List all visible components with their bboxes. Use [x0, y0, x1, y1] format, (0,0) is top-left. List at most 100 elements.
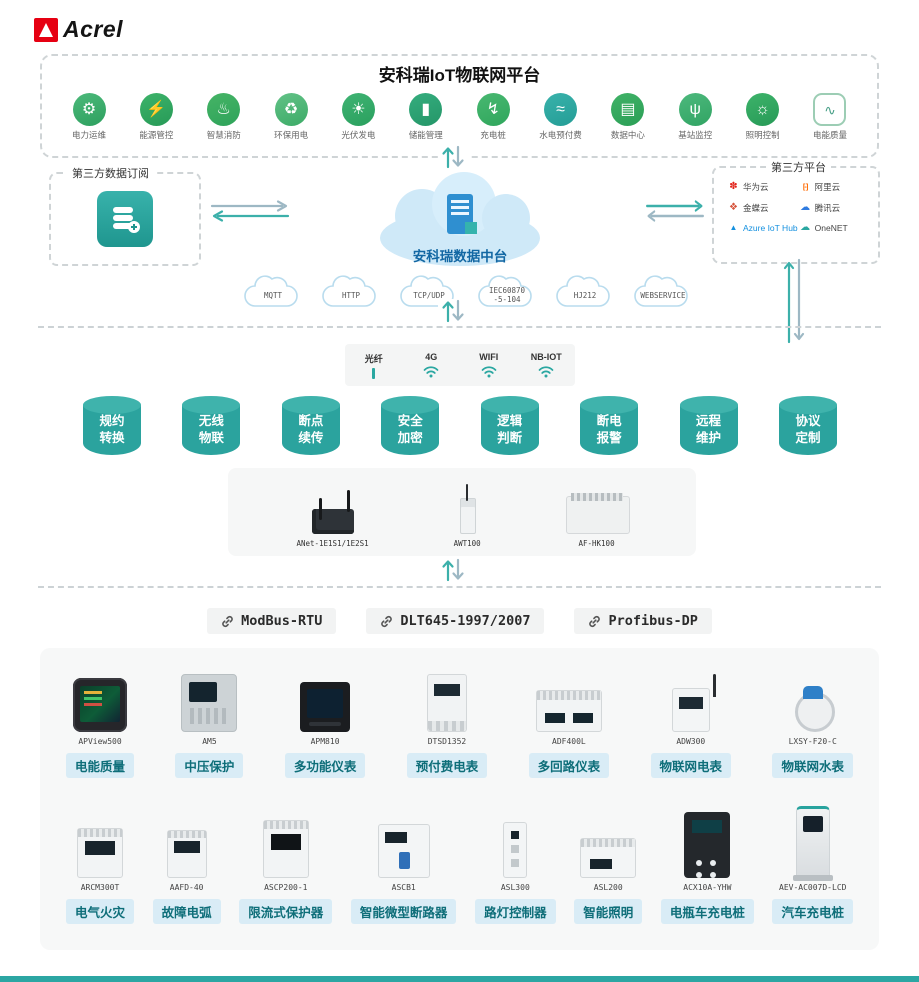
aev-charger-device-image — [792, 806, 833, 881]
product-model: ASCB1 — [391, 883, 416, 892]
gateway-awt100: AWT100 — [454, 484, 481, 548]
app-item-power-operation: ⚙ 电力运维 — [58, 93, 120, 141]
product-image — [377, 804, 430, 878]
capability-power-loss-alarm: 断电 报警 — [573, 396, 645, 455]
capability-label: 规约 转换 — [99, 414, 125, 445]
comm-label: 4G — [425, 352, 438, 362]
adf400l-device-image — [535, 690, 602, 732]
product-model: APM810 — [310, 737, 340, 746]
comm-wifi: WIFI — [460, 344, 518, 386]
comm-nbiot: NB-IOT — [518, 344, 576, 386]
updown-arrow-icon — [438, 558, 468, 582]
app-label: 光伏发电 — [341, 130, 376, 140]
bus-protocol-label: DLT645-1997/2007 — [400, 613, 531, 629]
third-party-label: 腾讯云 — [814, 203, 841, 213]
product-asl200: ASL200 智能照明 — [574, 804, 643, 924]
third-party-label: 金蝶云 — [743, 203, 769, 213]
app-item-prepaid-utility: ≈ 水电预付费 — [530, 93, 592, 141]
product-apm810: APM810 多功能仪表 — [284, 662, 366, 778]
wifi-icon — [538, 366, 554, 378]
bus-protocol-modbus: ModBus-RTU — [207, 608, 337, 634]
power-quality-icon: ∿ — [813, 93, 847, 126]
dashed-divider — [38, 586, 881, 588]
cylinder-icon: 断点 续传 — [281, 396, 340, 455]
product-image — [166, 804, 207, 878]
product-category-label: 物联网电表 — [650, 753, 732, 778]
protocol-cloud-label: TCP/UDP — [413, 290, 445, 300]
comm-label: NB-IOT — [530, 352, 562, 362]
product-model: LXSY-F20-C — [788, 737, 837, 746]
product-image — [793, 662, 835, 732]
app-label: 电力运维 — [71, 130, 106, 140]
tencent-cloud-icon — [800, 203, 811, 213]
protocol-cloud-http: HTTP — [318, 272, 384, 314]
link-icon — [222, 615, 233, 627]
anet-gateway-image — [310, 488, 356, 534]
product-image — [684, 804, 731, 878]
app-item-energy-storage: ▮ 储能管理 — [395, 93, 457, 141]
bus-protocol-row: ModBus-RTU DLT645-1997/2007 Profibus-DP — [0, 608, 919, 634]
data-middle-platform-label: 安科瑞数据中台 — [412, 249, 508, 264]
third-party-tencent-cloud: 腾讯云 — [800, 202, 868, 214]
product-image — [77, 804, 123, 878]
ascb1-device-image — [377, 824, 430, 878]
product-model: AAFD-40 — [169, 883, 204, 892]
product-ascb1: ASCB1 智能微型断路器 — [350, 804, 457, 924]
updown-arrow-icon — [438, 299, 468, 323]
product-image — [503, 804, 528, 878]
acx10a-device-image — [684, 812, 731, 878]
product-category-label: 电瓶车充电桩 — [660, 899, 754, 924]
app-label: 能源管控 — [139, 130, 174, 140]
footer-accent-bar — [0, 976, 919, 982]
app-label: 基站监控 — [678, 130, 713, 140]
capability-protocol-conversion: 规约 转换 — [76, 396, 148, 455]
ascp200-device-image — [262, 820, 309, 878]
asl200-device-image — [580, 838, 637, 878]
ev-charging-icon: ↯ — [476, 93, 510, 126]
prepaid-utility-icon: ≈ — [544, 93, 578, 126]
dtsd1352-device-image — [426, 674, 467, 732]
app-label: 电能质量 — [812, 130, 847, 140]
alibaba-cloud-icon — [800, 182, 811, 192]
product-category-label: 电气火灾 — [66, 899, 135, 924]
product-category-label: 智能照明 — [574, 899, 643, 924]
third-party-huawei-cloud: 华为云 — [728, 181, 798, 193]
onenet-cloud-icon — [800, 223, 811, 233]
acrel-logo-icon — [34, 17, 58, 42]
product-category-label: 汽车充电桩 — [772, 899, 853, 924]
capability-logic-judgement: 逻辑 判断 — [474, 396, 546, 455]
app-label: 智慧消防 — [206, 130, 241, 140]
app-label: 储能管理 — [408, 130, 443, 140]
product-model: ARCM300T — [80, 883, 120, 892]
app-label: 照明控制 — [745, 130, 780, 140]
protocol-cloud-hj212: HJ212 — [552, 272, 618, 314]
product-image — [792, 804, 833, 881]
capability-wireless-iot: 无线 物联 — [175, 396, 247, 455]
protocol-cloud-label: MQTT — [263, 290, 283, 300]
app-label: 水电预付费 — [539, 130, 582, 140]
asl300-device-image — [503, 822, 528, 878]
comm-strip: 光纤 4G WIFI NB-IOT — [345, 344, 575, 386]
app-item-ev-charging: ↯ 充电桩 — [462, 93, 524, 141]
gateway-box: ANet-1E1S1/1E2S1 AWT100 AF-HK100 — [228, 468, 696, 556]
protocol-cloud-row: MQTT HTTP TCP/UDP IEC60870 -5-104 HJ212 … — [240, 272, 696, 314]
third-party-label: OneNET — [814, 223, 848, 233]
product-model: ACX10A-YHW — [683, 883, 732, 892]
comm-4g: 4G — [403, 344, 461, 386]
fiber-icon — [372, 367, 376, 379]
platform-app-row: ⚙ 电力运维 ⚡ 能源管控 ♨ 智慧消防 ♻ 环保用电 ☀ 光伏发电 ▮ 储能管… — [42, 86, 877, 141]
product-model: ASL300 — [500, 883, 530, 892]
product-category-label: 预付费电表 — [406, 753, 488, 778]
bus-protocol-dlt645: DLT645-1997/2007 — [366, 608, 545, 634]
database-plus-icon — [97, 191, 153, 247]
energy-storage-icon: ▮ — [409, 93, 443, 126]
product-asl300: ASL300 路灯控制器 — [475, 804, 556, 924]
energy-management-icon: ⚡ — [139, 93, 173, 126]
gateway-model: AF-HK100 — [578, 539, 615, 548]
capability-label: 协议 定制 — [795, 414, 821, 445]
third-party-label: 阿里云 — [814, 182, 841, 192]
capability-label: 逻辑 判断 — [497, 414, 523, 445]
capability-custom-protocol: 协议 定制 — [772, 396, 844, 455]
protocol-cloud-label: WEBSERVICE — [640, 290, 686, 300]
protocol-cloud-label: IEC60870 -5-104 — [488, 286, 526, 304]
